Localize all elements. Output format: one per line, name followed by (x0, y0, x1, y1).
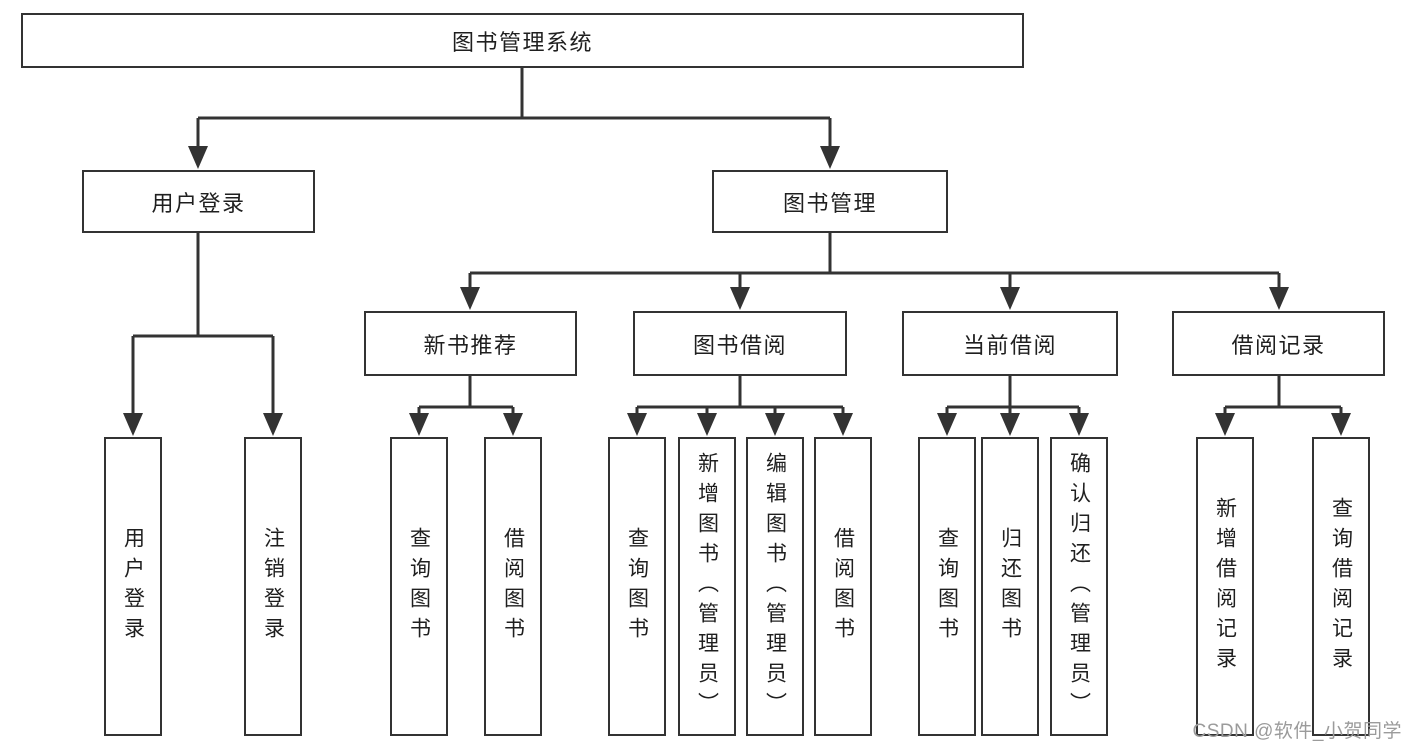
node-leaf-logout-label: 注销登录 (261, 526, 285, 647)
node-borrow-records-label: 借阅记录 (1231, 332, 1326, 358)
node-leaf-add-borrow-record-label: 新增借阅记录 (1213, 496, 1237, 677)
node-leaf-borrow-books: 借阅图书 (814, 437, 872, 736)
node-borrow-records: 借阅记录 (1172, 311, 1385, 376)
node-new-book-recommend: 新书推荐 (364, 311, 577, 376)
node-root-label: 图书管理系统 (451, 29, 593, 55)
node-current-borrow: 当前借阅 (902, 311, 1118, 376)
node-user-login-label: 用户登录 (151, 190, 246, 216)
node-leaf-confirm-return-admin-label: 确认归还（管理员） (1067, 451, 1091, 722)
node-leaf-edit-book-admin: 编辑图书（管理员） (746, 437, 804, 736)
node-leaf-add-borrow-record: 新增借阅记录 (1196, 437, 1254, 736)
node-leaf-query-borrow-record-label: 查询借阅记录 (1329, 496, 1353, 677)
node-current-borrow-label: 当前借阅 (962, 332, 1057, 358)
node-leaf-query-books-current-label: 查询图书 (935, 526, 959, 647)
watermark: CSDN @软件_小贺同学 (1192, 721, 1402, 742)
connector-path (131, 68, 1343, 418)
node-leaf-confirm-return-admin: 确认归还（管理员） (1050, 437, 1108, 736)
node-leaf-user-login: 用户登录 (104, 437, 162, 736)
node-leaf-add-book-admin: 新增图书（管理员） (678, 437, 736, 736)
node-leaf-logout: 注销登录 (244, 437, 302, 736)
node-book-management-label: 图书管理 (782, 190, 877, 216)
node-new-book-recommend-label: 新书推荐 (423, 332, 518, 358)
node-leaf-query-books-borrow-label: 查询图书 (625, 526, 649, 647)
node-leaf-return-book-label: 归还图书 (998, 526, 1022, 647)
node-user-login: 用户登录 (82, 170, 315, 233)
node-leaf-query-books-borrow: 查询图书 (608, 437, 666, 736)
node-leaf-borrow-books-recommend-label: 借阅图书 (501, 526, 525, 647)
node-leaf-return-book: 归还图书 (981, 437, 1039, 736)
arrowheads (123, 146, 1351, 436)
node-leaf-query-borrow-record: 查询借阅记录 (1312, 437, 1370, 736)
node-leaf-borrow-books-label: 借阅图书 (831, 526, 855, 647)
node-leaf-query-books-recommend-label: 查询图书 (407, 526, 431, 647)
node-leaf-user-login-label: 用户登录 (121, 526, 145, 647)
node-leaf-borrow-books-recommend: 借阅图书 (484, 437, 542, 736)
node-leaf-query-books-recommend: 查询图书 (390, 437, 448, 736)
node-root: 图书管理系统 (21, 13, 1024, 68)
node-book-borrow-label: 图书借阅 (692, 332, 787, 358)
node-book-management: 图书管理 (712, 170, 948, 233)
node-leaf-query-books-current: 查询图书 (918, 437, 976, 736)
node-leaf-edit-book-admin-label: 编辑图书（管理员） (763, 451, 787, 722)
node-leaf-add-book-admin-label: 新增图书（管理员） (695, 451, 719, 722)
node-book-borrow: 图书借阅 (633, 311, 847, 376)
